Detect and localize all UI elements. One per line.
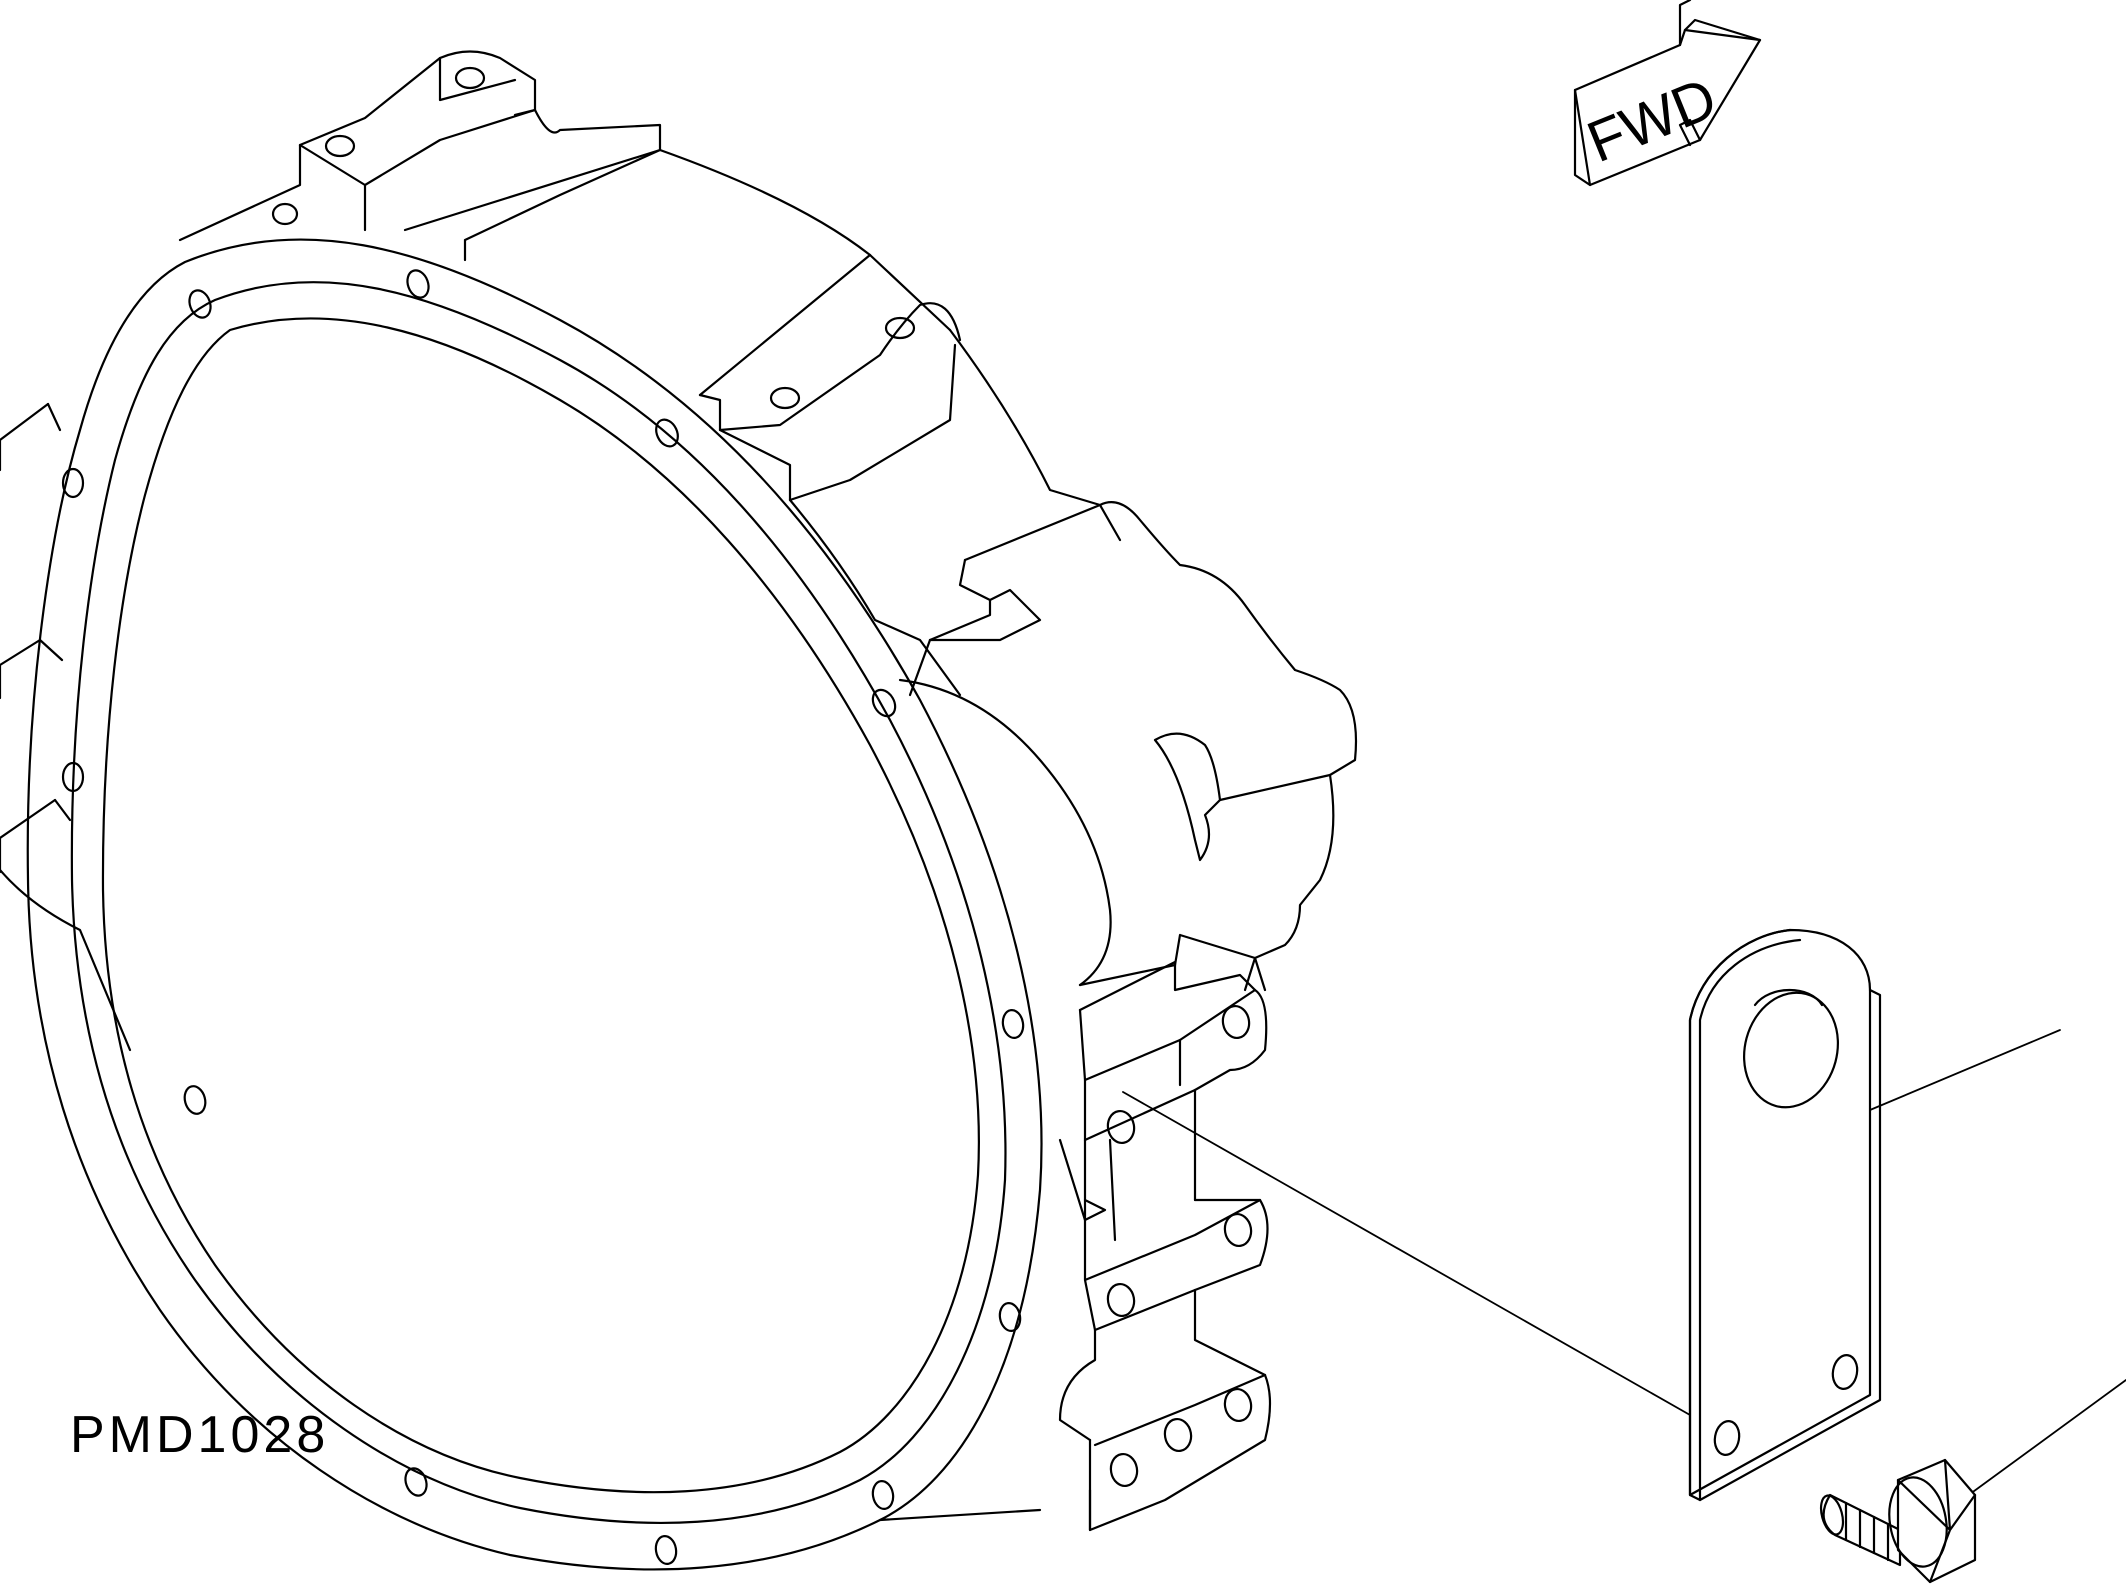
bolt-hole [654, 1535, 678, 1565]
housing-right-casting [898, 501, 1358, 992]
housing-inner-flange [70, 280, 1007, 1524]
leader-line-bracket-ext [1869, 1029, 2061, 1111]
bracket-bolt-hole [1831, 1354, 1859, 1390]
leader-line-bolt [1954, 1379, 2126, 1506]
figure-id-label: PMD1028 [70, 1406, 329, 1464]
bolt-hole [406, 269, 430, 299]
bolt-hole [655, 418, 679, 448]
housing-left-bosses [0, 402, 132, 1052]
leader-line-bracket [1122, 1091, 1691, 1416]
bolt-hole [998, 1302, 1022, 1332]
bracket-bolt-hole [1713, 1420, 1741, 1456]
flywheel-housing [0, 50, 1358, 1571]
bolt-hole [61, 467, 85, 499]
housing-top-bosses [178, 50, 1122, 697]
housing-mount-pads [878, 960, 1272, 1532]
lifting-bracket [1688, 928, 1882, 1502]
bolt-hole [871, 1480, 895, 1510]
bolt-hole [61, 761, 85, 793]
bolt-hole [871, 688, 897, 718]
leader-lines [1122, 1029, 2126, 1506]
bolt-hole [404, 1467, 428, 1497]
housing-bore [101, 317, 980, 1494]
housing-outer-flange [26, 238, 1043, 1571]
fwd-direction-arrow-icon: FWD [1573, 0, 1762, 187]
bracket-lifting-eye [1743, 991, 1839, 1109]
bolt-hole [183, 1085, 207, 1115]
bolt-hole [1001, 1009, 1025, 1039]
flange-bolt-holes [61, 269, 1025, 1565]
bolt-hole [188, 289, 212, 319]
flange-bolt [1819, 1458, 1977, 1584]
